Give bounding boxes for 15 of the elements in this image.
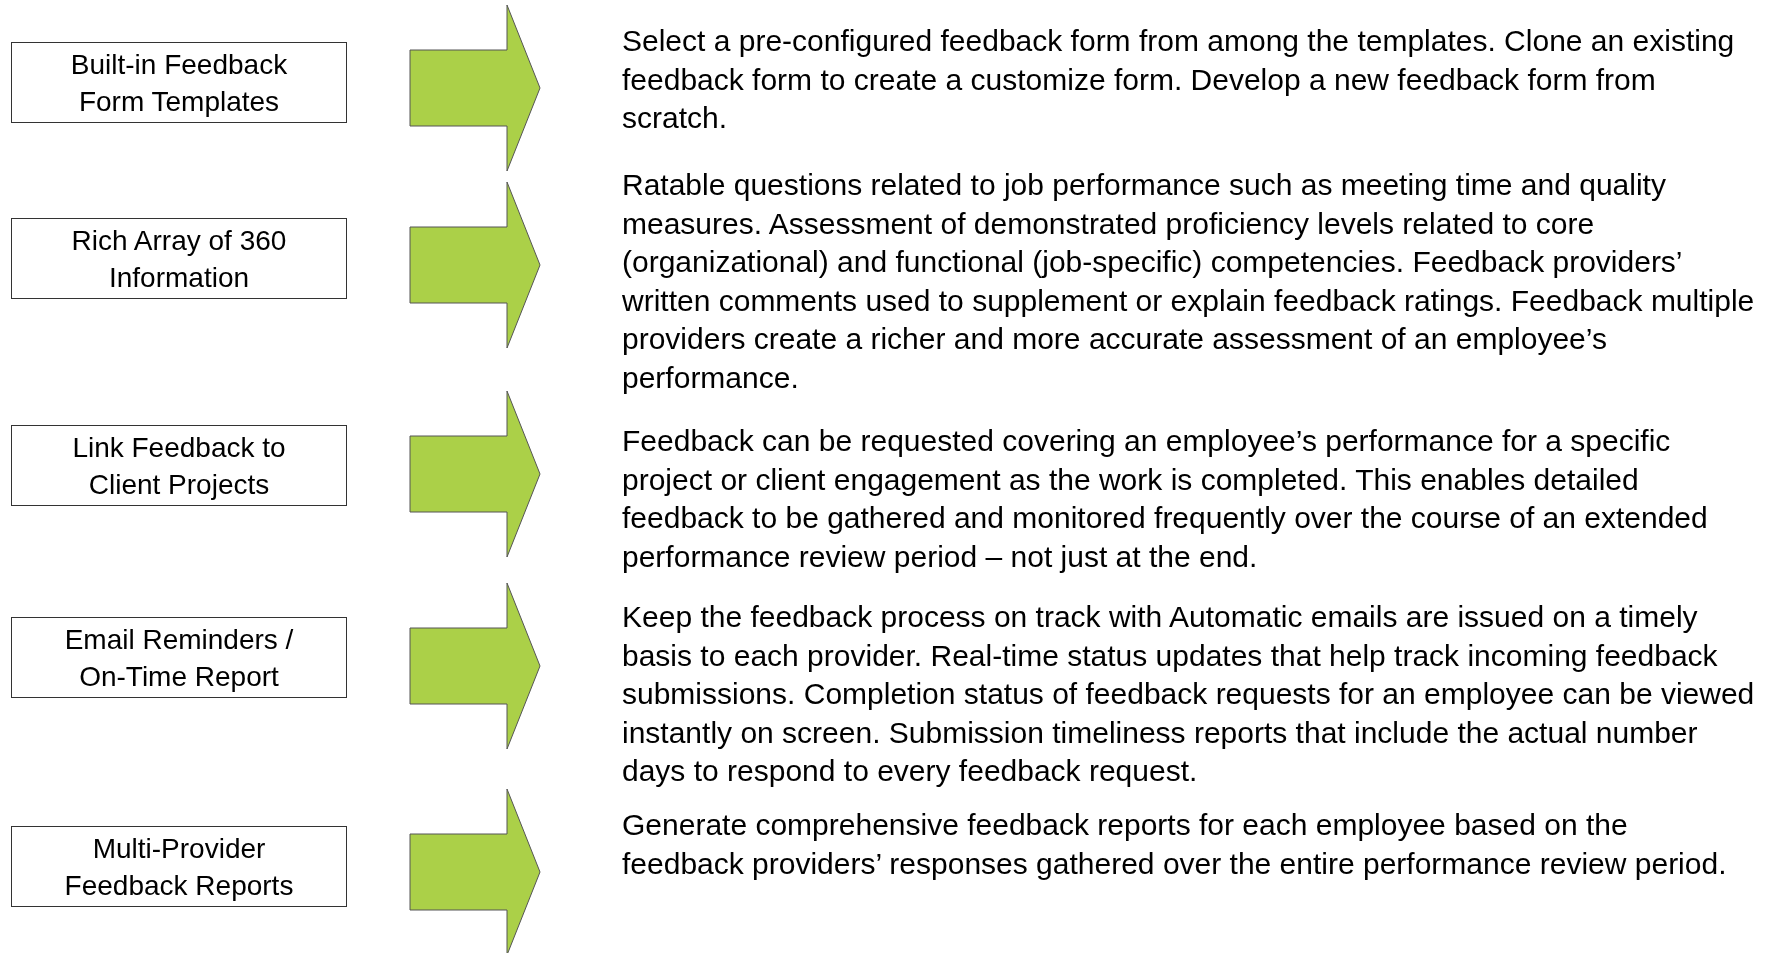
feature-box: Rich Array of 360 Information bbox=[11, 218, 347, 299]
block-arrow bbox=[409, 582, 541, 750]
description-text: Ratable questions related to job performance such as meeting time and quality measures. Assessment of demonstrated proficiency levels related to core (organizational) and functional (job-specific) competencies. Feedback providers’ written comments used to supplement or explain feedback ratings. Feedback multiple providers create a richer and more accurate assessment of an employee’s performance. bbox=[622, 166, 1757, 397]
description-text: Keep the feedback process on track with Automatic emails are issued on a timely basis to each provider. Real-time status updates that help track incoming feedback submissions. Completion status of feedback requests for an employee can be viewed instantly on screen. Submission timeliness reports that include the actual number days to respond to every feedback request. bbox=[622, 598, 1757, 791]
description-text: Generate comprehensive feedback reports for each employee based on the feedback providers’ responses gathered over the entire performance review period. bbox=[622, 806, 1757, 883]
description-text: Feedback can be requested covering an employee’s performance for a specific project or client engagement as the work is completed. This enables detailed feedback to be gathered and monitored frequently over the course of an extended performance review period – not just at the end. bbox=[622, 422, 1757, 576]
block-arrow bbox=[409, 4, 541, 172]
feature-box: Email Reminders / On-Time Report bbox=[11, 617, 347, 698]
block-arrow bbox=[409, 181, 541, 349]
block-arrow bbox=[409, 788, 541, 953]
feature-box: Multi-Provider Feedback Reports bbox=[11, 826, 347, 907]
block-arrow bbox=[409, 390, 541, 558]
feature-box: Link Feedback to Client Projects bbox=[11, 425, 347, 506]
feature-box: Built-in Feedback Form Templates bbox=[11, 42, 347, 123]
description-text: Select a pre-configured feedback form from among the templates. Clone an existing feedback form to create a customize form. Develop a new feedback form from scratch. bbox=[622, 22, 1757, 138]
